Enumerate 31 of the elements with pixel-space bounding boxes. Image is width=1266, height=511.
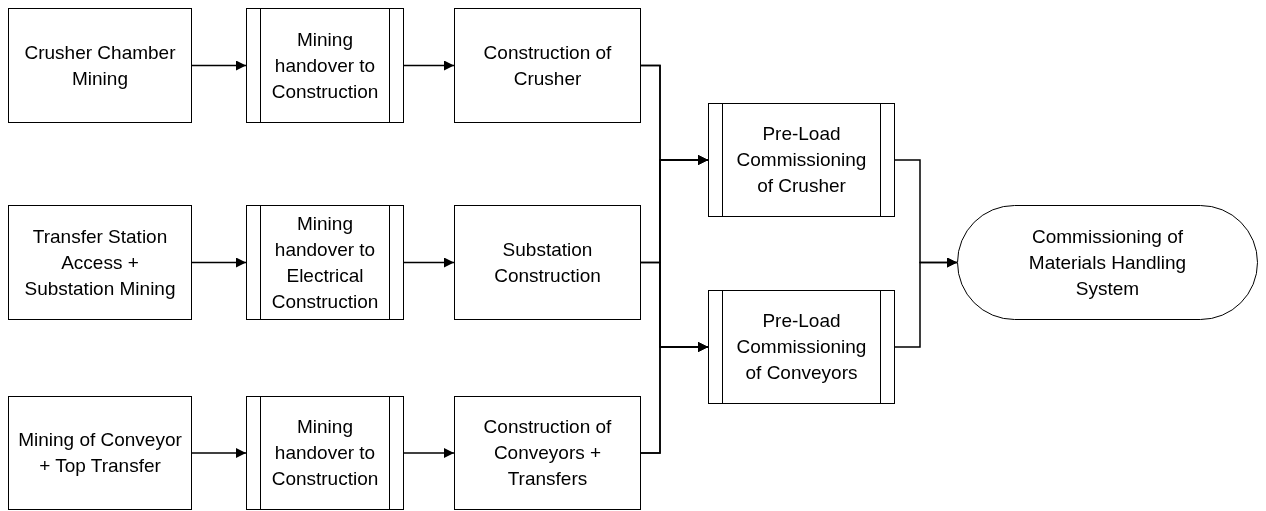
predefined-process-box xyxy=(246,205,404,320)
arrow xyxy=(191,257,247,268)
predefined-process-box xyxy=(708,290,895,404)
node-text: Crusher Chamber Mining xyxy=(23,40,177,91)
arrow xyxy=(403,60,455,71)
node-text: Commissioning of Materials Handling System xyxy=(1027,224,1188,301)
node-text: Transfer Station Access + Substation Mining xyxy=(23,224,177,301)
predefined-process-box xyxy=(708,103,895,217)
predefined-process-box xyxy=(246,8,404,123)
node-text: Mining handover to Construction xyxy=(270,27,380,104)
node-text: Pre-Load Commissioning of Crusher xyxy=(735,122,868,198)
node-text: Substation Construction xyxy=(493,237,602,288)
predefined-process-box xyxy=(246,396,404,510)
process-box xyxy=(454,8,641,123)
process-box xyxy=(8,8,192,123)
node-text: Construction of Conveyors + Transfers xyxy=(482,415,613,491)
process-box xyxy=(454,396,641,510)
process-box xyxy=(8,205,192,320)
arrow xyxy=(894,257,958,348)
arrow xyxy=(191,448,247,458)
node-text: Mining handover to Construction xyxy=(270,415,380,491)
process-box xyxy=(454,205,641,320)
arrow xyxy=(640,342,709,454)
node-text: Construction of Crusher xyxy=(482,40,613,91)
arrow xyxy=(403,257,455,268)
arrow xyxy=(191,60,247,71)
node-text: Pre-Load Commissioning of Conveyors xyxy=(735,309,868,385)
arrow xyxy=(403,448,455,458)
node-text: Mining of Conveyor + Top Transfer xyxy=(17,428,183,478)
node-text: Mining handover to Electrical Construction xyxy=(270,211,380,314)
process-box xyxy=(8,396,192,510)
